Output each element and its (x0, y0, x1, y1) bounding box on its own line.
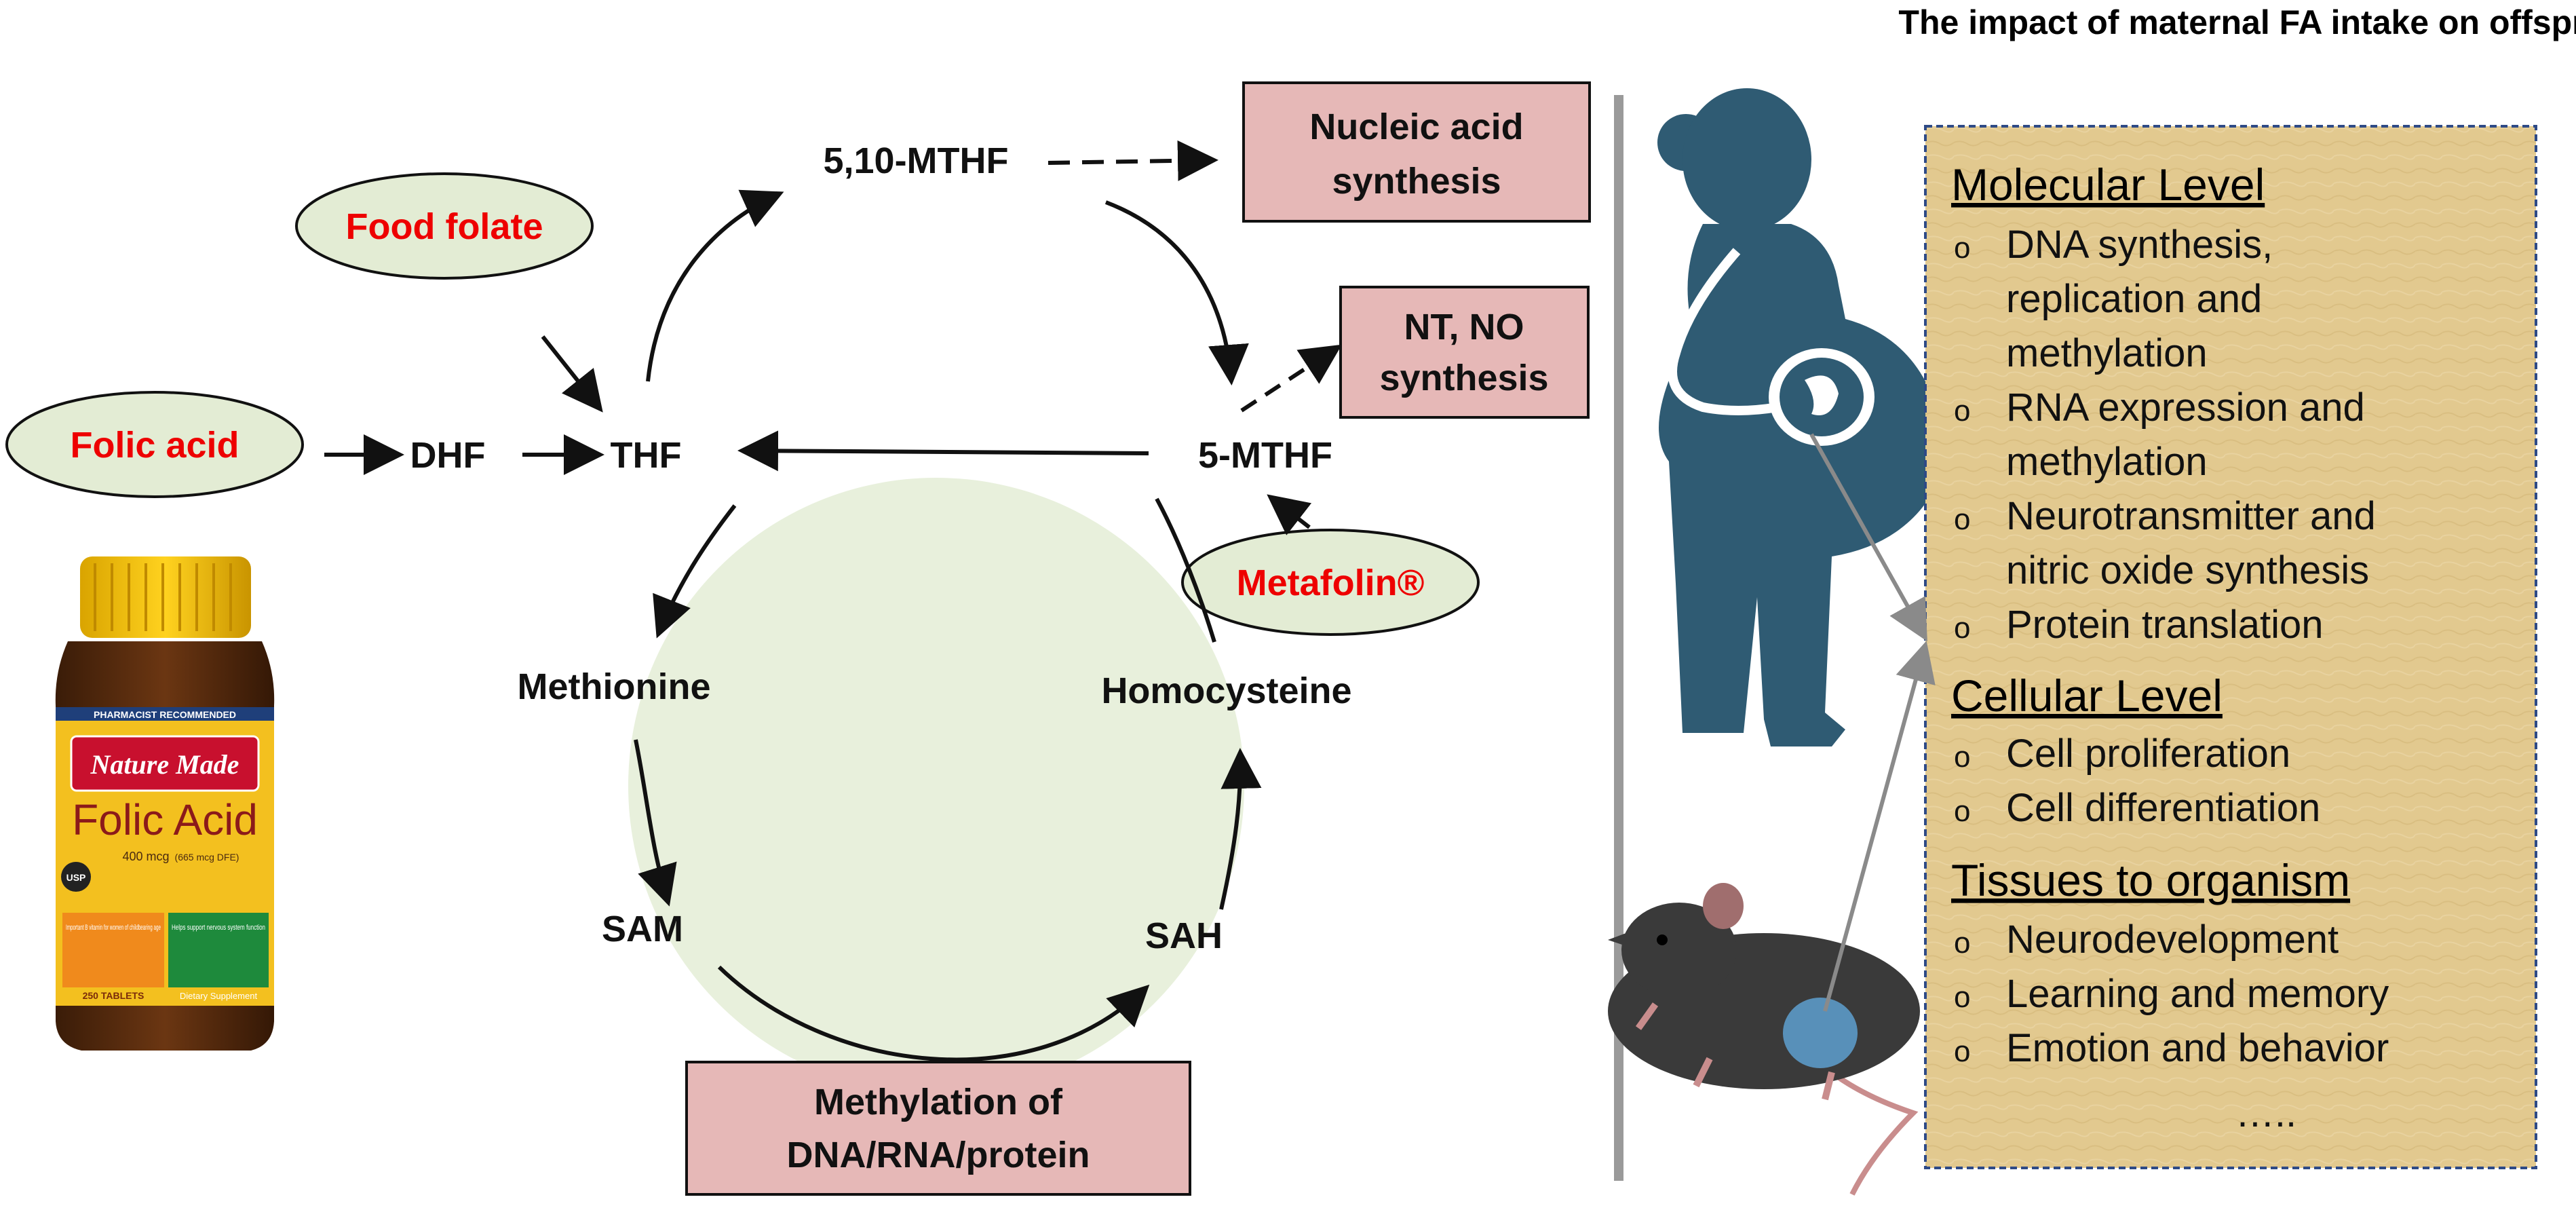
bullet: o (1954, 795, 1970, 828)
molecular-item-1c: methylation (2006, 331, 2208, 375)
bottle-product: Folic Acid (72, 795, 258, 844)
nucleic-acid-box: Nucleic acid synthesis (1242, 81, 1591, 223)
arrow-510mthf-to-5mthf (1104, 200, 1249, 385)
thf-label: THF (611, 435, 682, 476)
impact-panel (1924, 125, 2537, 1169)
bottle-supplement: Dietary Supplement (180, 991, 258, 1001)
usp-seal-text: USP (66, 872, 86, 883)
bottle-left-label: Important B vitamin for women of childbe… (66, 924, 161, 932)
folic-acid-node: Folic acid (5, 391, 304, 498)
nt-no-box: NT, NO synthesis (1339, 286, 1590, 419)
pathway-arrows (324, 140, 1343, 1062)
bottle-count: 250 TABLETS (83, 990, 145, 1001)
pregnant-woman-icon (1657, 88, 1943, 746)
nucleic-line2: synthesis (1332, 161, 1501, 202)
molecular-item-2b: methylation (2006, 440, 2208, 484)
food-folate-label: Food folate (346, 206, 543, 247)
bottle-dose-note: (665 mcg DFE) (175, 852, 239, 863)
bullet: o (1954, 926, 1970, 960)
arrow-homocysteine-to-5mthf (1155, 497, 1216, 643)
bullet: o (1954, 740, 1970, 774)
methylation-cycle-circle (628, 478, 1244, 1094)
right-panel-title: The impact of maternal FA intake on offs… (1898, 3, 2576, 41)
arrow-5mthf-to-thf (737, 430, 1149, 472)
tissues-item-3: Emotion and behavior (2006, 1026, 2389, 1070)
bottle-brand: Nature Made (90, 749, 239, 780)
metafolin-label: Metafolin® (1237, 563, 1425, 603)
sah-label: SAH (1145, 915, 1223, 956)
arrow-510mthf-to-nucleic (1047, 140, 1218, 181)
methylation-box: Methylation of DNA/RNA/protein (685, 1061, 1191, 1196)
bottle-dose: 400 mcg (122, 850, 169, 863)
ellipsis: ….. (2235, 1091, 2296, 1135)
bullet: o (1954, 231, 1970, 265)
molecular-item-3a: Neurotransmitter and (2006, 494, 2376, 538)
methylation-line2: DNA/RNA/protein (787, 1135, 1090, 1175)
methylation-line1: Methylation of (814, 1082, 1063, 1122)
bullet: o (1954, 1035, 1970, 1068)
arrow-methionine-to-sam (634, 739, 677, 907)
heading-tissues: Tissues to organism (1951, 855, 2350, 905)
usp-seal (61, 862, 91, 892)
arrow-sah-to-homocysteine (1219, 748, 1262, 910)
methionine-label: Methionine (518, 666, 711, 707)
folic-acid-label: Folic acid (70, 425, 239, 466)
bottle-banner: PHARMACIST RECOMMENDED (94, 709, 236, 720)
molecular-item-1a: DNA synthesis, (2006, 223, 2273, 267)
bottle-right-label: Helps support nervous system function (172, 924, 265, 932)
mthf-5-label: 5-MTHF (1198, 435, 1332, 476)
arrow-metafolin-to-5mthf (1267, 494, 1312, 535)
cellular-item-1: Cell proliferation (2006, 732, 2290, 776)
nt-no-line2: synthesis (1379, 358, 1548, 398)
impact-list: Molecular Level o DNA synthesis, replica… (1951, 159, 2389, 1135)
folic-acid-bottle-image: PHARMACIST RECOMMENDED Nature Made Folic… (55, 556, 275, 1051)
sam-label: SAM (602, 909, 683, 949)
connector-arrows (1809, 433, 1936, 1012)
homocysteine-label: Homocysteine (1101, 670, 1351, 711)
tissues-item-1: Neurodevelopment (2006, 918, 2339, 962)
bullet: o (1954, 611, 1970, 645)
molecular-item-1b: replication and (2006, 277, 2262, 321)
arrow-sam-to-sah (717, 965, 1150, 1062)
dhf-label: DHF (410, 435, 486, 476)
arrow-thf-to-510mthf (646, 189, 784, 382)
panel-divider (1614, 95, 1623, 1181)
heading-molecular: Molecular Level (1951, 159, 2265, 210)
molecular-item-3b: nitric oxide synthesis (2006, 548, 2369, 592)
bullet: o (1954, 394, 1970, 428)
molecular-item-4: Protein translation (2006, 603, 2323, 647)
bullet: o (1954, 981, 1970, 1014)
mthf-510-label: 5,10-MTHF (823, 140, 1008, 181)
arrow-5mthf-to-ntno (1240, 344, 1343, 413)
food-folate-node: Food folate (295, 172, 594, 280)
tissues-item-2: Learning and memory (2006, 972, 2389, 1016)
heading-cellular: Cellular Level (1951, 670, 2223, 721)
arrow-thf-to-methionine (653, 504, 737, 639)
nt-no-line1: NT, NO (1404, 307, 1524, 347)
arrow-food-to-thf (541, 335, 603, 413)
mouse-icon (1608, 883, 1920, 1196)
molecular-item-2a: RNA expression and (2006, 385, 2365, 430)
nucleic-line1: Nucleic acid (1309, 107, 1523, 147)
cellular-item-2: Cell differentiation (2006, 786, 2320, 830)
bullet: o (1954, 503, 1970, 536)
metafolin-node: Metafolin® (1181, 529, 1480, 636)
